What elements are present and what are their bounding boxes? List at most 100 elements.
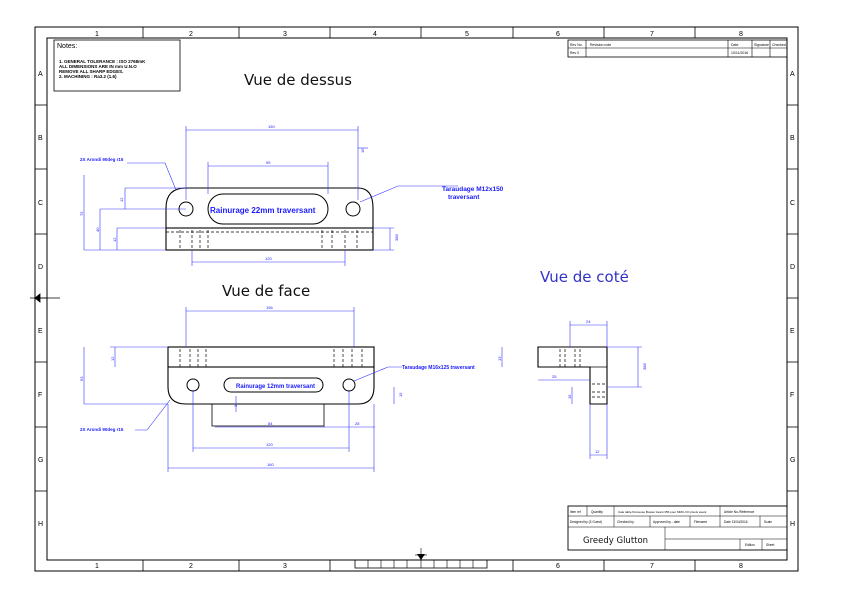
col-label: 5	[465, 31, 469, 38]
tb-cell: Cale table Perceuse Bosser Avant 356 pou…	[618, 510, 706, 514]
col-label: 2	[189, 563, 193, 570]
column-ticks	[142, 27, 696, 571]
dim-top-h-low: 12	[112, 237, 117, 242]
notes-box: Notes: 1. GENERAL TOLERANCE : ISO 2768mK…	[53, 39, 181, 92]
dim-front-slot-w: 84	[268, 421, 273, 426]
dim-front-tiny: 3	[233, 404, 238, 407]
outer-frame	[34, 26, 799, 572]
tb-company: Greedy Glutton	[583, 536, 648, 546]
dim-side-bottom: 12	[595, 449, 600, 454]
dim-front-mid: 28	[355, 421, 360, 426]
dim-top-right: 16	[360, 148, 365, 153]
rev-header: Checked	[772, 43, 786, 47]
label-top-slot: Rainurage 22mm traversant	[210, 206, 316, 215]
row-label: B	[38, 135, 43, 142]
row-label: D	[38, 264, 43, 271]
tb-cell: Quantity	[591, 510, 603, 514]
tb-cell: Checked by	[617, 520, 634, 524]
col-label: 8	[739, 563, 743, 570]
row-label: B	[790, 135, 795, 142]
top-view: 150 95 16 12 75 40 12 388 120 2X Arondi …	[79, 124, 504, 266]
col-label: 3	[283, 563, 287, 570]
dim-side-top: 24	[586, 319, 591, 324]
rev-cell: Rev 0	[570, 51, 579, 55]
dim-top-thk: 388	[394, 234, 399, 241]
row-label: H	[790, 521, 795, 528]
tb-edition: Edition	[745, 543, 755, 547]
inner-frame	[46, 37, 788, 561]
dim-front-bottom: 160	[267, 462, 274, 467]
revision-table: Rev No. Revision note Date Signature Che…	[567, 39, 788, 58]
view-title-side: Vue de coté	[540, 268, 629, 286]
label-front-tap: Taraudage M16x125 traversant	[402, 365, 475, 371]
label-front-fillet: 2X Arondi 90deg r15	[80, 427, 124, 432]
column-labels: 1 2 3 4 5 6 7 8 1 2 3 6 7 8	[95, 31, 743, 570]
row-label: G	[38, 457, 43, 464]
tb-sheet: Sheet	[766, 543, 774, 547]
row-label: H	[38, 521, 43, 528]
col-label: 7	[650, 31, 654, 38]
label-top-fillet: 2X Arondi 90deg r15	[80, 157, 124, 162]
bottom-scale-ruler	[354, 548, 488, 569]
tb-cell: Designed by (3 Guest)	[570, 520, 602, 524]
col-label: 3	[283, 31, 287, 38]
dim-side-left: 13	[497, 356, 502, 361]
col-label: 7	[650, 563, 654, 570]
dim-side-mid: 25	[552, 374, 557, 379]
row-label: E	[38, 328, 43, 335]
tb-cell: Date 13/04/2016	[724, 520, 748, 524]
rev-cell: 10/11/2016	[731, 51, 748, 55]
dim-front-right: 15	[398, 392, 403, 397]
dim-top-h-mid: 40	[95, 227, 100, 232]
row-label: G	[790, 457, 795, 464]
row-label: A	[38, 71, 43, 78]
view-title-top: Vue de dessus	[244, 71, 352, 89]
rev-header: Revision note	[590, 43, 611, 47]
dim-front-center: 120	[266, 442, 273, 447]
dim-top-h-total: 75	[79, 211, 84, 216]
row-label: C	[790, 200, 795, 207]
view-title-front: Vue de face	[222, 282, 310, 300]
row-label: C	[38, 200, 43, 207]
col-label: 2	[189, 31, 193, 38]
centering-mark-left	[30, 292, 60, 304]
tb-cell: Article No./Reference	[724, 510, 755, 514]
row-label: D	[790, 264, 795, 271]
label-front-slot: Rainurage 12mm traversant	[236, 384, 315, 390]
rev-header: Rev No.	[570, 43, 583, 47]
dim-front-overall: 156	[266, 305, 273, 310]
col-label: 8	[739, 31, 743, 38]
rev-header: Signature	[754, 43, 769, 47]
tb-cell: Approved by - date	[653, 520, 680, 524]
row-labels: A B C D E F G H A B C D E F G H	[38, 71, 795, 528]
dim-side-small: 15	[567, 394, 572, 399]
dim-front-h-total: 63	[79, 376, 84, 381]
notes-line: 1. GENERAL TOLERANCE : ISO 2768mK	[59, 59, 146, 64]
label-top-tap-2: traversant	[448, 194, 480, 201]
title-block: Item ref Quantity Cale table Perceuse Bo…	[567, 505, 788, 551]
rev-header: Date	[731, 43, 738, 47]
tb-cell: Item ref	[570, 510, 581, 514]
front-view: 156 12 63 15 84 28 120 160 3 2X Arondi 9…	[79, 305, 475, 472]
dim-front-left-small: 12	[110, 356, 115, 361]
dim-side-thk: 388	[642, 363, 647, 370]
dim-top-slot: 95	[266, 160, 271, 165]
tb-cell: Filename	[694, 520, 707, 524]
side-view: 24 13 25 388 15 12	[497, 319, 647, 459]
col-label: 1	[95, 563, 99, 570]
col-label: 1	[95, 31, 99, 38]
row-label: F	[790, 392, 794, 399]
label-top-tap-1: Taraudage M12x150	[442, 186, 504, 193]
notes-line: ALL DIMENSIONS ARE IN mm U.N.O	[59, 64, 137, 69]
notes-line: REMOVE ALL SHARP EDGES.	[59, 69, 123, 74]
dim-top-overall: 150	[268, 124, 275, 129]
col-label: 4	[373, 31, 377, 38]
col-label: 6	[556, 563, 560, 570]
notes-title: Notes:	[57, 43, 77, 50]
dim-top-bottom: 120	[265, 256, 272, 261]
notes-line: 2. MACHINING : Ra3.2 (1.6)	[59, 74, 117, 79]
row-label: A	[790, 71, 795, 78]
dim-top-left-small: 12	[119, 197, 124, 202]
row-label: F	[38, 392, 42, 399]
